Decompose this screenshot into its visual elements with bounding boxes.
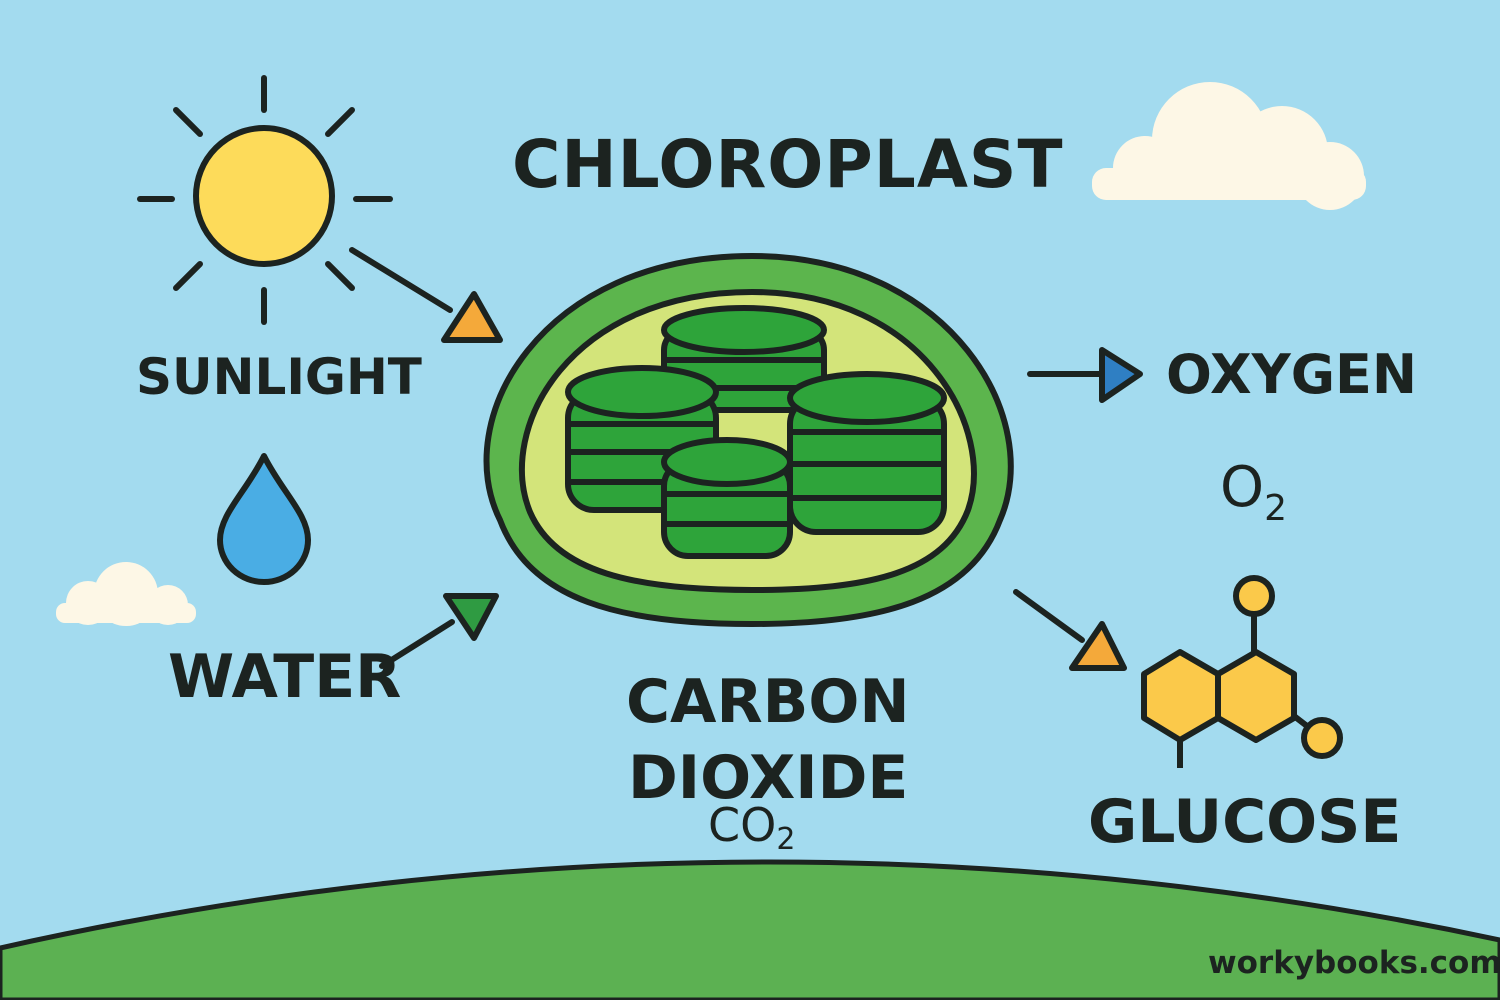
thylakoid-stack [661,437,793,559]
water-drop-icon [217,453,311,585]
diagram-title: CHLOROPLAST [512,126,1064,203]
glucose-molecule-icon [1141,575,1343,768]
water-label: WATER [168,642,402,712]
site-watermark: workybooks.com [1208,945,1500,981]
thylakoid-stack [787,371,947,535]
oxygen-label: OXYGEN [1166,343,1418,406]
chloroplast-icon [483,252,1014,628]
oxygen-arrow [1027,347,1143,403]
glucose-label: GLUCOSE [1088,787,1402,857]
carbon-dioxide-label-line1: CARBON [626,667,910,737]
oxygen-formula: O2 [1220,455,1287,529]
sunlight-label: SUNLIGHT [136,348,422,406]
carbon-dioxide-formula: CO2 [708,798,796,857]
small-cloud-icon [56,562,196,626]
carbon-dioxide-label-line2: DIOXIDE [628,743,909,813]
glucose-arrow [1013,589,1127,671]
sun-icon [137,75,393,325]
ground-hill [0,859,1500,1000]
sunlight-arrow [349,247,503,343]
water-arrow [379,593,499,669]
cloud-icon [1092,82,1366,210]
